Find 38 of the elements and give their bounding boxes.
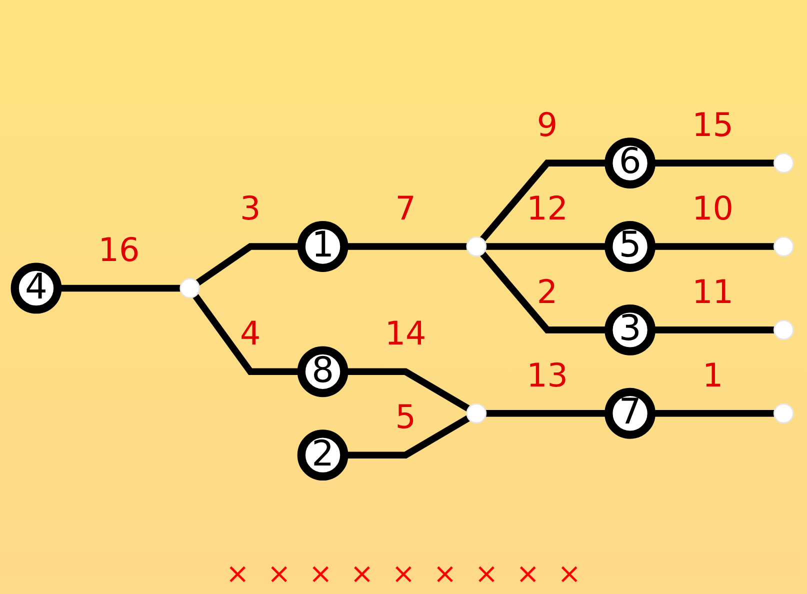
node-circle: 3 — [604, 304, 655, 356]
edge-label: 16 — [98, 231, 140, 270]
node-circle: 1 — [296, 220, 348, 272]
node-circle — [773, 236, 794, 256]
edge-label: 12 — [526, 189, 568, 228]
cross-mark: × — [267, 558, 291, 590]
cross-mark: × — [392, 558, 416, 590]
cross-mark: × — [226, 558, 250, 590]
edge-label: 10 — [692, 189, 733, 228]
node-circle — [773, 403, 794, 424]
edge-label: 7 — [394, 189, 416, 228]
edge-label: 1 — [702, 356, 723, 394]
node-circle — [466, 236, 486, 256]
node-circle: 6 — [604, 137, 655, 188]
edge-label: 11 — [692, 272, 733, 311]
cross-mark: × — [516, 558, 540, 590]
edge-label: 14 — [384, 314, 426, 352]
cross-mark: × — [474, 558, 498, 590]
cross-mark: × — [350, 558, 374, 590]
edge-label: 13 — [526, 356, 568, 394]
node-circle: 7 — [604, 388, 655, 439]
node-circle — [773, 320, 794, 340]
edge-label: 2 — [536, 272, 558, 311]
node-circle: 5 — [604, 220, 655, 272]
node-circle: 8 — [296, 346, 348, 397]
cross-mark: × — [433, 558, 457, 590]
edge-label: 5 — [394, 398, 416, 436]
edge-label: 9 — [536, 106, 558, 144]
node-circle: 4 — [10, 262, 62, 314]
node-circle — [466, 403, 486, 424]
edge-label: 4 — [240, 314, 260, 352]
node-circle — [773, 152, 794, 174]
edge-label: 15 — [692, 106, 733, 144]
cross-mark: × — [558, 558, 582, 590]
node-circle: 2 — [296, 429, 348, 480]
node-circle — [179, 278, 200, 298]
cross-mark: × — [308, 558, 332, 590]
edge-label: 3 — [240, 189, 260, 228]
